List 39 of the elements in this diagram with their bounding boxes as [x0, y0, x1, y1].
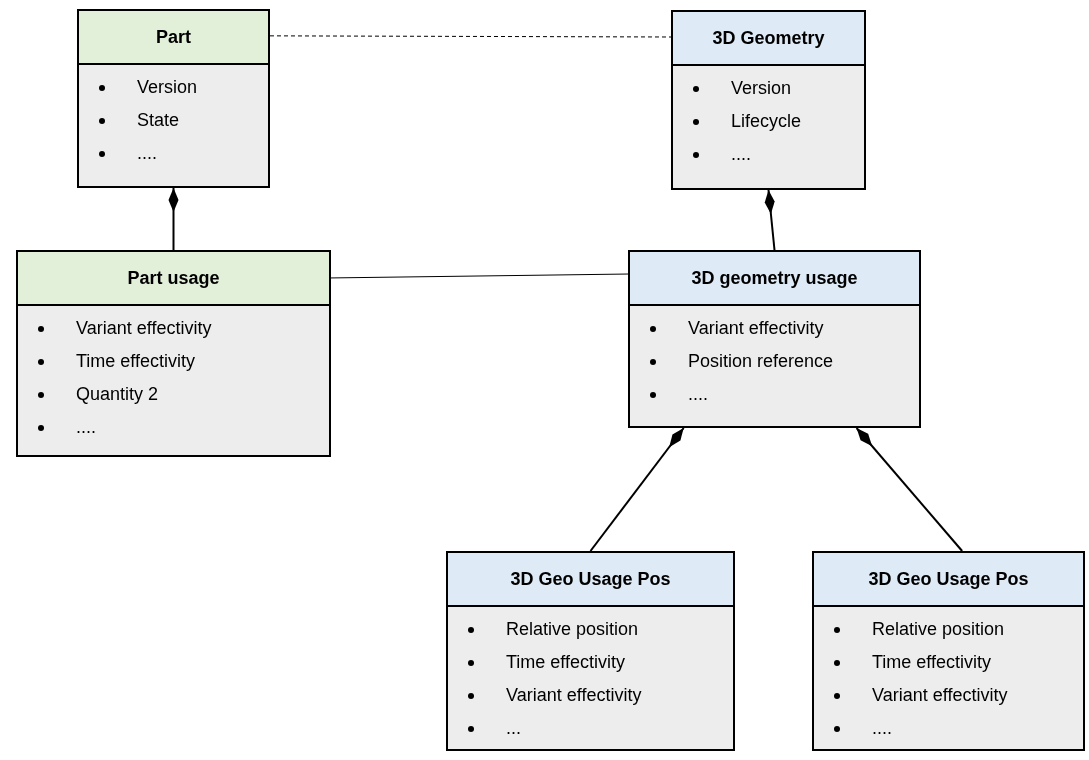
class-box: [812, 551, 1085, 751]
dashed-connector: [269, 35, 672, 38]
attribute-text: Variant effectivity: [76, 317, 212, 340]
class-box: [16, 250, 331, 457]
class-header: 3D Geo Usage Pos: [814, 553, 1083, 607]
attribute-text: Variant effectivity: [506, 684, 642, 707]
attribute-text: Relative position: [872, 618, 1005, 641]
attribute-text: ....: [872, 717, 892, 740]
attribute-text: ....: [137, 142, 157, 165]
attribute-text: Position reference: [688, 350, 834, 373]
class-header: 3D geometry usage: [630, 252, 919, 306]
connector-line: [855, 427, 964, 552]
connector-line: [168, 187, 179, 251]
attribute-text: Time effectivity: [872, 651, 992, 674]
attribute-text: Version: [137, 76, 198, 99]
class-header: Part usage: [18, 252, 329, 306]
attribute-text: ...: [506, 717, 521, 740]
class-header: Part: [79, 11, 268, 65]
attribute-text: Relative position: [506, 618, 639, 641]
attribute-text: Time effectivity: [506, 651, 626, 674]
attribute-text: Time effectivity: [76, 350, 196, 373]
attribute-text: Variant effectivity: [688, 317, 824, 340]
connector-line: [589, 427, 685, 552]
class-box: [446, 551, 735, 751]
attribute-text: ....: [731, 143, 751, 166]
attribute-text: Variant effectivity: [872, 684, 1008, 707]
attribute-text: Quantity 2: [76, 383, 159, 406]
class-header: 3D Geometry: [673, 12, 864, 66]
attribute-text: Lifecycle: [731, 110, 802, 133]
class-header: 3D Geo Usage Pos: [448, 553, 733, 607]
class-box: [628, 250, 921, 428]
attribute-text: Version: [731, 77, 792, 100]
connector-line: [330, 273, 629, 279]
attribute-text: ....: [76, 416, 96, 439]
connector-line: [764, 189, 776, 251]
attribute-text: ....: [688, 383, 708, 406]
class-box: [77, 9, 270, 188]
attribute-text: State: [137, 109, 180, 132]
class-box: [671, 10, 866, 190]
